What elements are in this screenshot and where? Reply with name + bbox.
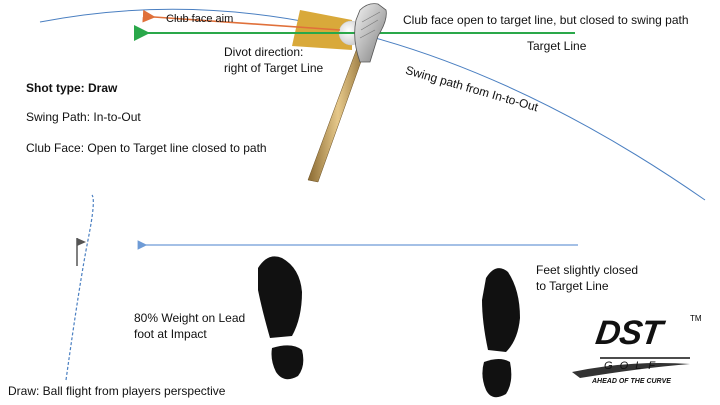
trail-footprint-icon xyxy=(482,268,520,398)
club-face-aim-arrow xyxy=(142,9,341,31)
club-head-icon xyxy=(354,3,387,63)
target-line-label: Target Line xyxy=(527,39,587,53)
logo-tm: TM xyxy=(690,314,702,323)
logo-tagline: AHEAD OF THE CURVE xyxy=(592,378,671,385)
weight-label-2: foot at Impact xyxy=(134,327,207,341)
divot-marker xyxy=(292,10,352,50)
face-open-note: Club face open to target line, but close… xyxy=(403,13,689,27)
club-face-aim-label: Club face aim xyxy=(166,13,234,25)
feet-closed-label-2: to Target Line xyxy=(536,279,609,293)
dst-logo-mark: DST xyxy=(593,314,664,352)
shot-type-label: Shot type: Draw xyxy=(26,81,118,95)
logo-swoosh xyxy=(572,363,690,378)
swing-path-info: Swing Path: In-to-Out xyxy=(26,110,141,124)
lead-footprint-icon xyxy=(258,256,304,380)
weight-label: 80% Weight on Lead xyxy=(134,311,246,325)
ball-flight-label: Draw: Ball flight from players perspecti… xyxy=(8,384,226,398)
feet-closed-label: Feet slightly closed xyxy=(536,263,639,277)
flag-icon xyxy=(76,238,86,266)
club-face-info: Club Face: Open to Target line closed to… xyxy=(26,141,267,155)
divot-direction-label: Divot direction: xyxy=(224,45,304,59)
logo-word: G O L F xyxy=(604,360,657,372)
ball-flight-curve xyxy=(65,194,94,381)
divot-direction-label-2: right of Target Line xyxy=(224,61,324,75)
